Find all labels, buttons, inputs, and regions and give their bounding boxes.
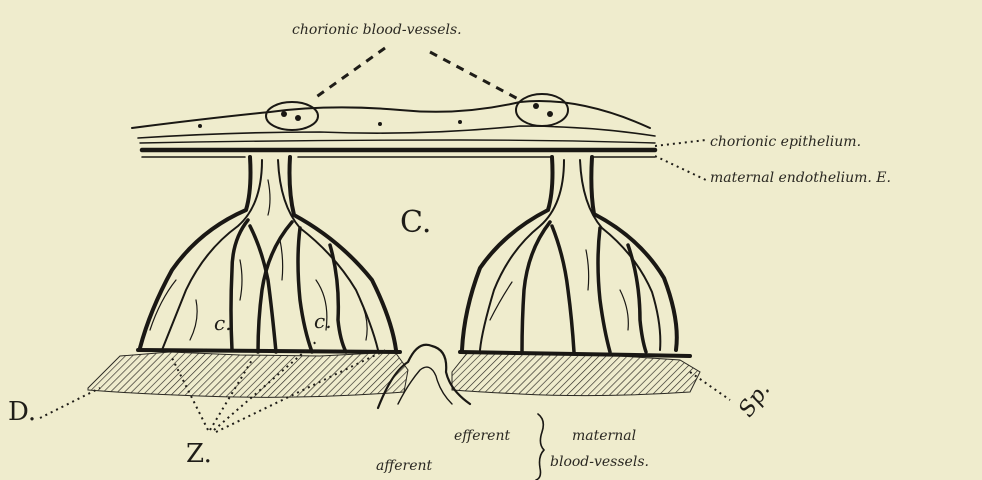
vessels-brace (536, 414, 544, 480)
decidua-hatch-left (88, 352, 408, 397)
label-maternal: maternal (572, 428, 636, 444)
leader-Sp (690, 372, 730, 400)
label-D: D. (8, 397, 36, 427)
vessel-cell (198, 124, 202, 128)
leader-vessel-right (430, 52, 520, 100)
chorionic-vessel-left (266, 102, 318, 130)
label-blood-vessels: blood-vessels. (550, 454, 649, 470)
label-C-intervillous: C. (400, 205, 431, 240)
vessel-cell (281, 111, 287, 117)
label-Z: Z. (186, 439, 212, 469)
chorionic-plate-mid (138, 126, 655, 138)
vessel-cell (378, 122, 382, 126)
label-Sp: Sp. (734, 378, 775, 422)
leader-maternal-endothelium (655, 156, 706, 180)
leader-vessel-left (312, 48, 385, 100)
villus-tree-left (138, 157, 400, 352)
decidua-hatch-right (452, 352, 700, 396)
label-chorionic-epithelium: chorionic epithelium. (710, 134, 861, 150)
leader-D (40, 388, 100, 418)
vessel-cell (295, 115, 301, 121)
chorionic-vessel-right (516, 94, 568, 126)
label-afferent: afferent (376, 458, 433, 474)
vessel-cell (458, 120, 462, 124)
chorionic-plate-lower (140, 140, 655, 143)
label-maternal-endothelium: maternal endothelium. E. (710, 170, 891, 186)
label-efferent: efferent (454, 428, 510, 444)
leader-chorionic-epithelium (655, 140, 706, 146)
vessel-cell (533, 103, 539, 109)
villus-tree-right (460, 157, 690, 356)
label-chorionic-vessels: chorionic blood-vessels. (292, 22, 462, 38)
label-c-mid: c. (314, 309, 332, 333)
chorionic-plate-top (132, 101, 650, 128)
label-c-left: c. (214, 311, 232, 335)
vessel-cell (547, 111, 553, 117)
